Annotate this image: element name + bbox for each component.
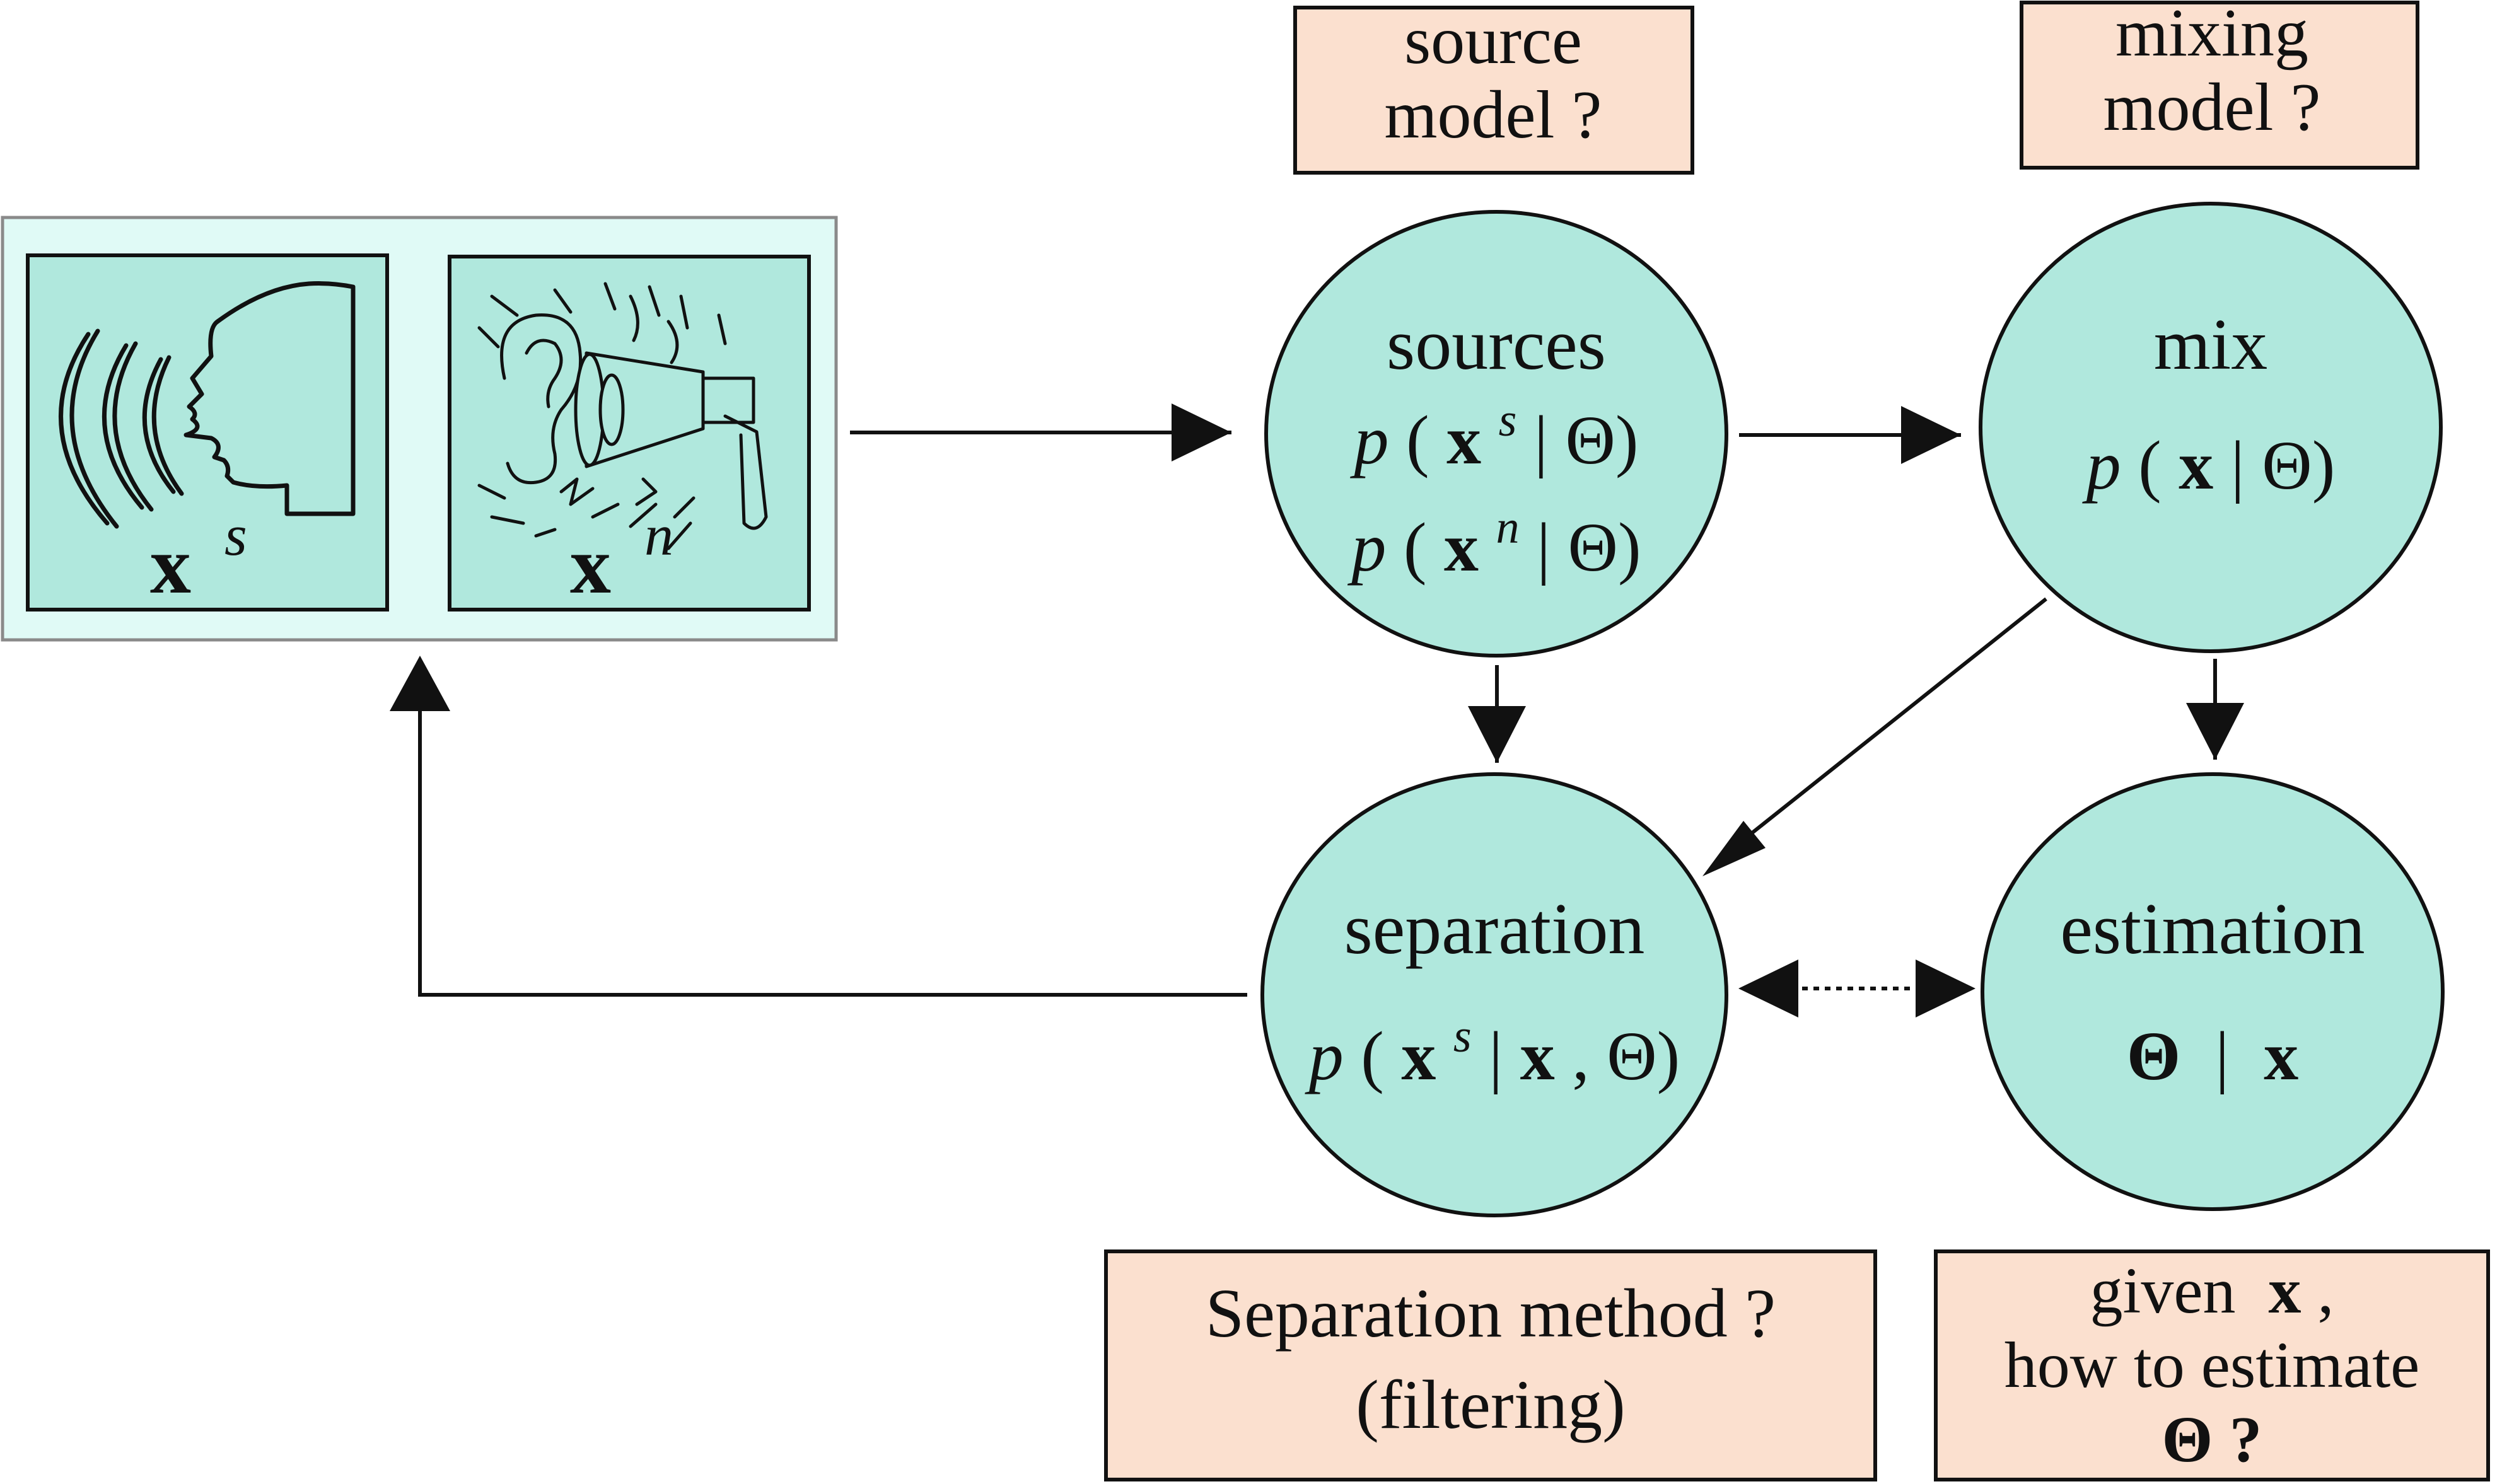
sources-node-circle: [1264, 210, 1728, 658]
mixing-model-note: mixing model ?: [2020, 0, 2419, 170]
sources-equation-speech: p ( x s | Θ): [1349, 374, 1638, 478]
sources-eq2-p: p: [1347, 509, 1386, 586]
separation-eq-x: x: [1401, 1017, 1436, 1094]
arrowhead-sources-to-mix: [1901, 406, 1961, 464]
mixing-model-note-frame: [2020, 1, 2419, 170]
mix-node-circle: [1979, 202, 2443, 653]
separation-title: separation: [1344, 889, 1645, 970]
how-to-estimate-note-frame: [1934, 1249, 2490, 1481]
arrowhead-mix-to-separation: [1702, 821, 1766, 876]
sources-eq1-sup: s: [1499, 395, 1517, 446]
estimation-title: estimation: [2060, 889, 2365, 970]
sources-eq2-open: (: [1404, 509, 1427, 586]
separation-method-note: Separation method ? (filtering): [1104, 1249, 1877, 1481]
separation-eq-sup: s: [1453, 1011, 1472, 1062]
separation-node-circle: [1260, 772, 1728, 1217]
source-model-note: source model ?: [1293, 3, 1694, 175]
sources-equation-noise: p ( x n | Θ): [1347, 481, 1641, 586]
separation-method-line-1: Separation method ?: [1206, 1275, 1776, 1352]
separation-method-note-frame: [1104, 1249, 1877, 1481]
mix-node: mix p ( x | Θ): [1979, 202, 2443, 653]
speech-symbol-superscript: s: [224, 503, 247, 567]
speech-symbol: x s: [150, 503, 247, 611]
estimation-equation: Θ | x: [2127, 1017, 2299, 1094]
sources-eq1-p: p: [1349, 402, 1388, 478]
speaking-head-icon: [59, 281, 356, 529]
estimation-eq-x: x: [2264, 1017, 2298, 1094]
mix-eq-open: (: [2138, 427, 2162, 504]
estimation-eq-bar: |: [2198, 1017, 2247, 1094]
sources-eq2-rest: | Θ): [1537, 509, 1641, 586]
arrowhead-sources-to-separation: [1468, 706, 1526, 763]
speech-box-frame: [26, 253, 389, 612]
separation-equation: p ( x s | x , Θ): [1305, 990, 1680, 1094]
arrow-mix-to-separation: [1726, 597, 2047, 854]
noise-symbol: x n: [570, 503, 673, 611]
how-to-estimate-line-1: given x ,: [2090, 1255, 2334, 1327]
how-to-estimate-line-1-prefix: given: [2090, 1255, 2252, 1327]
mix-equation: p ( x | Θ): [2082, 427, 2336, 504]
arrow-separation-to-signals: [418, 700, 1247, 997]
noise-symbol-x: x: [570, 520, 611, 611]
sources-node: sources p ( x s | Θ) p ( x n | Θ): [1264, 210, 1728, 658]
how-to-estimate-note: given x , how to estimate Θ ?: [1934, 1249, 2490, 1481]
separation-eq-mid: |: [1489, 1017, 1520, 1094]
mixing-model-line-2: model ?: [2103, 70, 2321, 145]
estimation-eq-theta: Θ: [2127, 1017, 2181, 1094]
estimation-node: estimation Θ | x: [1981, 772, 2445, 1211]
separation-eq-rest: , Θ): [1572, 1017, 1680, 1094]
estimation-node-circle: [1981, 772, 2445, 1211]
how-to-estimate-line-1-x: x: [2269, 1255, 2301, 1327]
how-to-estimate-line-2: how to estimate: [2005, 1329, 2420, 1401]
mix-title: mix: [2154, 304, 2267, 385]
separation-node: separation p ( x s | x , Θ): [1260, 772, 1728, 1217]
arrowhead-dotted-right: [1916, 959, 1975, 1017]
separation-eq-open: (: [1361, 1017, 1384, 1094]
separation-method-line-2: (filtering): [1356, 1366, 1626, 1443]
arrows: [390, 403, 2244, 1017]
sources-eq1-rest: | Θ): [1534, 402, 1639, 478]
sources-eq2-x: x: [1444, 509, 1479, 586]
source-model-line-1: source: [1404, 3, 1582, 78]
mix-eq-x: x: [2179, 427, 2213, 504]
how-to-estimate-line-1-suffix: ,: [2318, 1255, 2334, 1327]
speech-symbol-x: x: [150, 520, 191, 611]
source-model-line-2: model ?: [1385, 78, 1602, 153]
speech-signal-box: x s: [26, 253, 389, 612]
separation-eq-p: p: [1305, 1017, 1344, 1094]
arrowhead-separation-to-signals: [390, 656, 450, 711]
how-to-estimate-line-3: Θ ?: [2162, 1403, 2262, 1476]
signals-panel: x s x: [1, 216, 838, 642]
arrowhead-mix-to-estimation: [2186, 703, 2244, 760]
noise-signal-box: x n: [448, 255, 811, 612]
mix-eq-p: p: [2082, 427, 2121, 504]
noise-symbol-superscript: n: [644, 503, 673, 567]
sources-title: sources: [1387, 304, 1606, 385]
source-model-note-frame: [1293, 6, 1694, 175]
arrowhead-dotted-left: [1738, 959, 1798, 1017]
sources-eq1-open: (: [1406, 402, 1429, 478]
separation-eq-x2: x: [1520, 1017, 1555, 1094]
ear-megaphone-noise-icon: [477, 282, 768, 550]
sources-eq2-sup: n: [1496, 502, 1520, 554]
noise-box-frame: [448, 255, 811, 612]
sources-eq1-x: x: [1446, 402, 1481, 478]
mix-eq-rest: | Θ): [2231, 427, 2336, 504]
arrowhead-signals-to-sources: [1172, 403, 1231, 461]
mixing-model-line-1: mixing: [2115, 0, 2308, 71]
